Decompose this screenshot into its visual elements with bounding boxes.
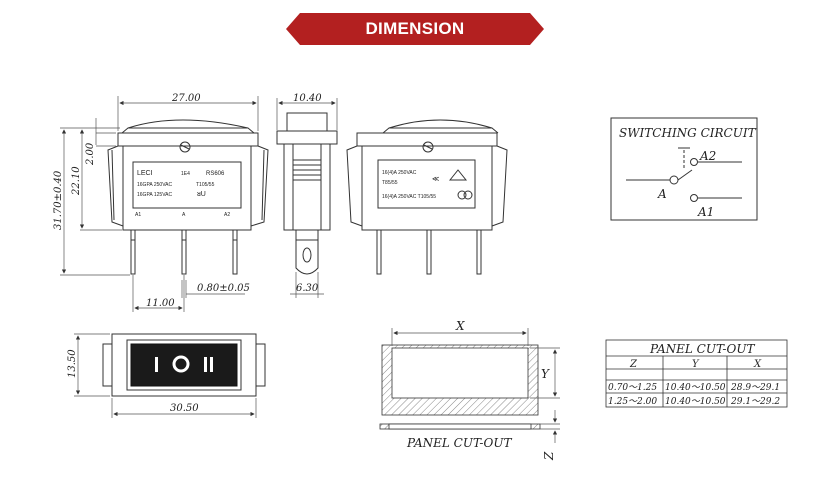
side-view [276, 112, 338, 275]
circuit-pin-a: A [657, 187, 667, 201]
position-two-icon [204, 357, 207, 372]
circuit-pin-a2: A2 [699, 149, 716, 163]
table-cell: 0.70～1.25 [608, 383, 657, 393]
circuit-title: SWITCHING CIRCUIT [619, 126, 757, 140]
dim-top-height: 13.50 [67, 349, 78, 378]
rear-label: 16(4)A 250VAC T85/55 16(4)A 250VAC T105/… [382, 170, 439, 200]
dim-offset: 2.00 [85, 142, 96, 166]
table-cell: 29.1～29.2 [730, 397, 780, 407]
banner-shape [286, 13, 544, 45]
front-label: LECI 1E4 RS606 16GPA 250VAC T105/55 16GP… [135, 170, 230, 218]
circuit-pin-a1: A1 [697, 205, 714, 219]
ur-mark-icon: ᴚU [197, 191, 206, 198]
dim-side-width: 10.40 [293, 93, 322, 104]
label-brand: LECI [137, 170, 153, 177]
table-header-z: Z [629, 359, 638, 370]
on-symbol-icon [172, 355, 190, 373]
front-dimensions [60, 96, 259, 312]
cutout-table [605, 339, 788, 408]
switching-circuit [610, 117, 758, 221]
table-cell: 10.40～10.50 [665, 383, 726, 393]
cert-mark-icon: ≪ [432, 176, 439, 183]
side-dimensions [276, 98, 338, 298]
dim-side-terminal: 6.30 [296, 283, 319, 294]
rear-rating2: 16(4)A 250VAC T105/55 [382, 194, 436, 200]
rear-view [346, 119, 508, 275]
table-title: PANEL CUT-OUT [649, 342, 755, 356]
dim-top-width: 30.50 [170, 403, 199, 414]
panel-drawing [379, 344, 541, 430]
dim-pitch: 11.00 [146, 298, 175, 309]
off-symbol-icon [155, 357, 158, 372]
rear-rating1: 16(4)A 250VAC [382, 170, 417, 176]
dim-terminal-width: 0.80±0.05 [197, 283, 250, 294]
rear-temp: T85/55 [382, 180, 398, 186]
panel-caption: PANEL CUT-OUT [406, 436, 512, 450]
table-cell: 1.25～2.00 [608, 397, 657, 407]
table-header-x: X [753, 359, 762, 370]
label-rating1: 16GPA 250VAC [137, 182, 173, 188]
panel-x-label: X [455, 319, 465, 333]
dim-height-body: 22.10 [71, 166, 82, 196]
top-view [102, 333, 266, 397]
table-cell: 28.9～29.1 [730, 383, 780, 393]
terminal-label-a1: A1 [135, 212, 141, 218]
label-model: RS606 [206, 171, 225, 177]
panel-y-label: Y [541, 367, 550, 381]
table-header-y: Y [692, 359, 700, 370]
terminal-label-a: A [182, 212, 186, 218]
dim-width: 27.00 [171, 93, 201, 104]
dimension-banner: DIMENSION [286, 13, 544, 45]
terminal-label-a2: A2 [224, 212, 230, 218]
rocker-symbols [155, 355, 213, 373]
panel-z-label: Z [542, 451, 556, 461]
top-dimensions [74, 333, 257, 418]
label-rating2: 16GPA 125VAC [137, 192, 173, 198]
table-cell: 10.40～10.50 [665, 397, 726, 407]
panel-dimensions [391, 328, 560, 443]
front-view [107, 119, 269, 275]
banner-title: DIMENSION [365, 19, 465, 38]
label-code: 1E4 [181, 171, 190, 177]
dim-height-total: 31.70±0.40 [53, 170, 64, 230]
label-temp: T105/55 [196, 182, 215, 188]
